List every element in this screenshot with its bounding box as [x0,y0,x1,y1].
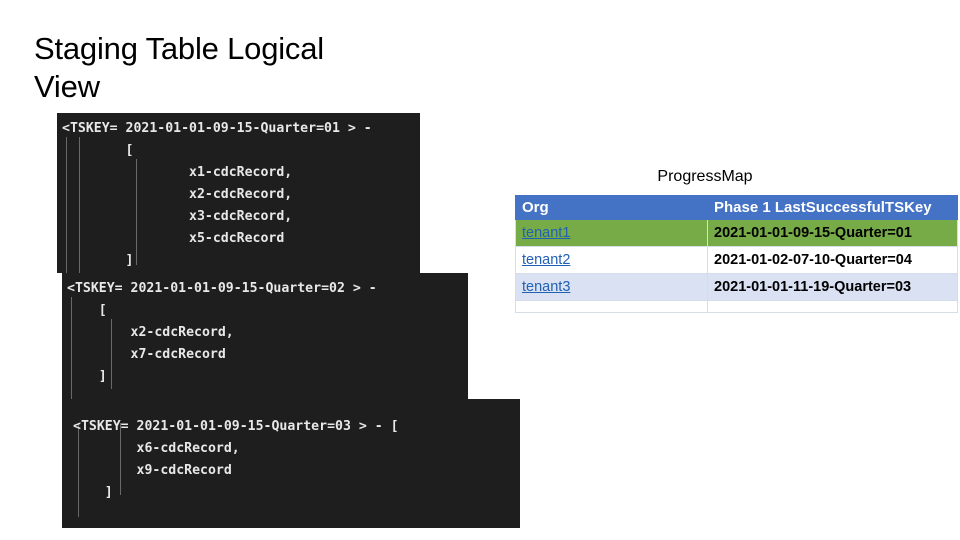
empty-cell [707,300,958,313]
indent-guide [66,137,67,273]
progress-map-table: Org Phase 1 LastSuccessfulTSKey tenant1 … [515,195,958,313]
indent-guide [78,423,79,517]
staging-table-code-block-quarter-01: <TSKEY= 2021-01-01-09-15-Quarter=01 > - … [57,113,420,273]
code-line: x6-cdcRecord, [73,441,240,456]
org-link[interactable]: tenant1 [522,225,571,241]
progress-map-caption: ProgressMap [657,168,753,185]
code-line: ] [67,369,107,384]
indent-guide [111,319,112,389]
table-row: tenant3 2021-01-01-11-19-Quarter=03 [515,273,958,301]
code-line: [ [67,303,107,318]
code-line: x2-cdcRecord, [62,187,293,202]
code-line: x7-cdcRecord [67,347,226,362]
table-row: tenant2 2021-01-02-07-10-Quarter=04 [515,246,958,274]
column-header-org: Org [515,195,708,220]
code-line: x1-cdcRecord, [62,165,293,180]
code-line: x9-cdcRecord [73,463,232,478]
org-link[interactable]: tenant2 [522,252,571,268]
indent-guide [71,297,72,399]
org-link[interactable]: tenant3 [522,279,571,295]
code-line: ] [73,485,113,500]
tskey-cell: 2021-01-01-11-19-Quarter=03 [707,273,958,301]
table-row: tenant1 2021-01-01-09-15-Quarter=01 [515,219,958,247]
empty-cell [515,300,708,313]
code-line: x3-cdcRecord, [62,209,293,224]
column-header-last-successful-tskey: Phase 1 LastSuccessfulTSKey [707,195,958,220]
staging-table-code-block-quarter-02: <TSKEY= 2021-01-01-09-15-Quarter=02 > - … [62,273,468,399]
code-line: x2-cdcRecord, [67,325,234,340]
code-line: [ [62,143,134,158]
org-cell[interactable]: tenant3 [515,273,708,301]
org-cell[interactable]: tenant1 [515,219,708,247]
code-line: ] [62,253,134,268]
table-row-empty [515,300,958,313]
indent-guide [79,137,80,273]
code-line: <TSKEY= 2021-01-01-09-15-Quarter=03 > - … [73,419,399,434]
tskey-cell: 2021-01-02-07-10-Quarter=04 [707,246,958,274]
org-cell[interactable]: tenant2 [515,246,708,274]
code-line: x5-cdcRecord [62,231,285,246]
indent-guide [120,423,121,495]
code-line: <TSKEY= 2021-01-01-09-15-Quarter=01 > - [62,121,372,136]
tskey-cell: 2021-01-01-09-15-Quarter=01 [707,219,958,247]
staging-table-code-block-quarter-03: <TSKEY= 2021-01-01-09-15-Quarter=03 > - … [62,399,520,528]
code-line: <TSKEY= 2021-01-01-09-15-Quarter=02 > - [67,281,377,296]
table-header-row: Org Phase 1 LastSuccessfulTSKey [515,195,958,220]
page-title: Staging Table Logical View [34,31,324,104]
indent-guide [136,159,137,265]
